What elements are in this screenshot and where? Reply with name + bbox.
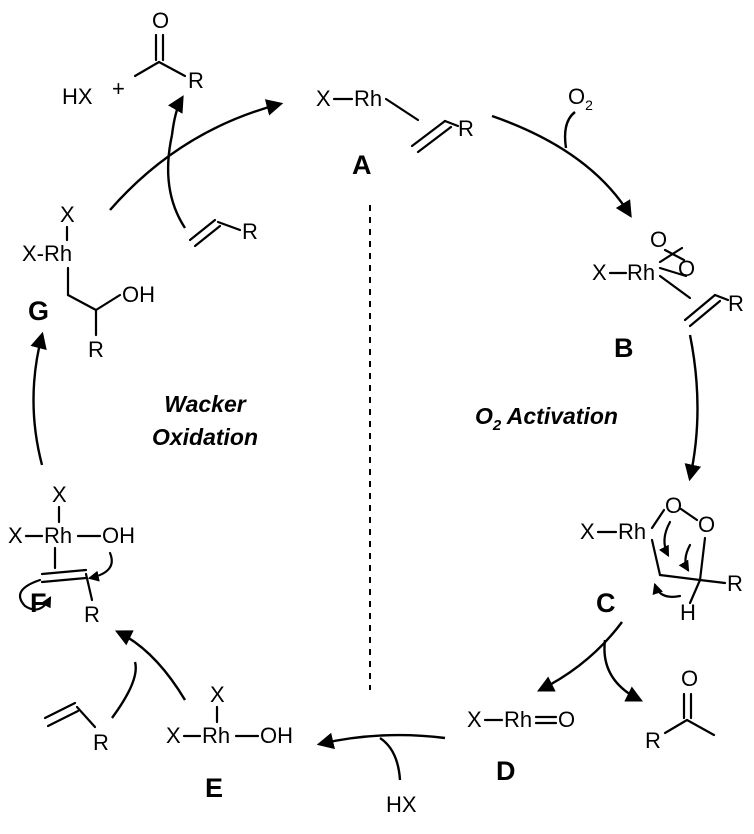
label-B: B [614,333,634,363]
E-rh: Rh [202,723,230,748]
compound-G: X X-Rh OH R G [22,202,155,362]
A-r: R [458,116,474,141]
F-r: R [84,602,100,627]
o2-reagent-sub: 2 [585,97,593,113]
compound-A: X Rh R A [316,86,474,180]
F-rh: Rh [44,523,72,548]
C-rh: Rh [618,519,646,544]
arrow-D-to-E [316,732,446,750]
o2-title-o: O [475,403,493,429]
svg-text:O2: O2 [568,84,593,113]
arrow-ketone-release-left [167,95,184,136]
A-x: X [316,86,331,111]
C-h: H [680,600,696,625]
hx-uptake-arc [379,737,402,781]
reagent-o2: O2 [563,84,593,149]
compound-E: X X Rh OH E [166,682,293,803]
D-x: X [467,707,482,732]
G-x-top: X [60,202,75,227]
plus-sign: + [112,76,125,101]
hx-reagent-bottom: HX [386,792,417,817]
compound-C: X Rh O O R H C [580,493,743,625]
label-D: D [496,756,516,786]
alkene-reagent-bottom: R [43,701,109,755]
label-G: G [28,296,49,326]
F-x: X [8,523,23,548]
wacker-title-line1: Wacker [164,391,246,417]
C-o1: O [665,493,682,518]
C-x: X [580,519,595,544]
compound-B: X Rh O O R B [592,227,744,363]
ketone-product-right: O R [645,666,716,753]
B-x: X [592,260,607,285]
alkene-uptake-arc [111,661,137,719]
G-r: R [88,337,104,362]
C-o2: O [698,512,715,537]
arrow-B-to-C [684,334,702,482]
ketone-right-o: O [681,666,698,691]
label-A: A [352,150,372,180]
label-E: E [205,773,223,803]
ketone-right-r: R [645,728,661,753]
B-rh: Rh [627,260,655,285]
arrow-G-to-A [109,99,284,211]
F-x-top: X [52,482,67,507]
o2-title-rest: Activation [501,403,618,429]
arrow-E-to-F [114,630,187,701]
o2-title-sub: 2 [492,417,502,434]
B-o1: O [650,227,667,252]
arrow-F-to-G [30,331,47,466]
ketone-left-r: R [188,68,204,93]
alkene-top-r: R [242,219,258,244]
D-rh: Rh [504,707,532,732]
wacker-title-line2: Oxidation [152,424,258,450]
compound-D: X Rh O D [467,707,575,786]
label-C: C [596,588,616,618]
label-F: F [30,588,47,618]
ketone-left-o: O [152,8,169,33]
C-r: R [727,571,743,596]
alkene-uptake-top [166,134,187,229]
F-oh: OH [102,523,135,548]
E-x-top: X [210,682,225,707]
A-rh: Rh [354,86,382,111]
arrow-A-to-B [491,114,632,218]
arrow-ketone-release [603,639,644,702]
o2-reagent-o: O [568,84,585,109]
hx-product-top: HX [62,84,93,109]
alkene-bottom-r: R [93,730,109,755]
G-oh: OH [122,282,155,307]
G-x-rh: X-Rh [22,241,72,266]
B-o2: O [678,256,695,281]
compound-F: X X Rh OH R F [8,482,135,627]
B-r: R [728,291,744,316]
E-oh: OH [260,723,293,748]
D-o: O [558,707,575,732]
o2-activation-title: O2 Activation [475,403,618,434]
svg-text:O2 Activation: O2 Activation [475,403,618,434]
E-x: X [166,723,181,748]
arrow-C-to-D [536,621,623,692]
alkene-reagent-top: R [188,218,258,248]
ketone-product-left: HX + O R [62,8,204,109]
